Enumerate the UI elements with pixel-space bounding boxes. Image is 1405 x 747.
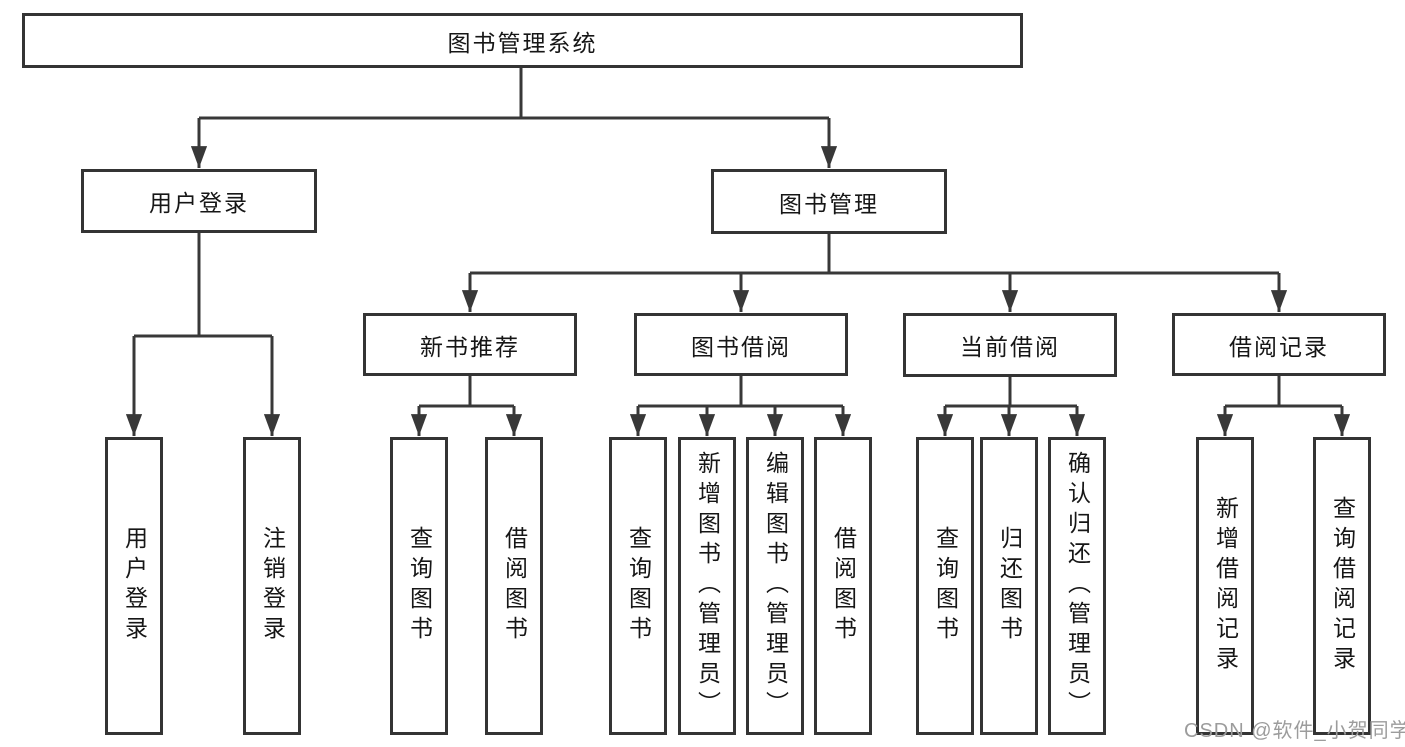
node-leaf-confirm-return-admin: 确认归还（管理员） — [1048, 437, 1106, 735]
node-leaf-return-book: 归还图书 — [980, 437, 1038, 735]
node-book-borrowing: 图书借阅 — [634, 313, 848, 376]
node-leaf-add-borrow-record: 新增借阅记录 — [1196, 437, 1254, 735]
node-user-login: 用户登录 — [81, 169, 317, 233]
node-leaf-query-books-borrow: 查询图书 — [609, 437, 667, 735]
node-leaf-borrow-books-recommend: 借阅图书 — [485, 437, 543, 735]
node-leaf-query-borrow-record: 查询借阅记录 — [1313, 437, 1371, 735]
node-leaf-query-books-recommend: 查询图书 — [390, 437, 448, 735]
node-leaf-logout: 注销登录 — [243, 437, 301, 735]
node-leaf-query-books-current: 查询图书 — [916, 437, 974, 735]
watermark: CSDN @软件_小贺同学 — [1184, 720, 1405, 742]
node-library-management-system: 图书管理系统 — [22, 13, 1023, 68]
node-current-borrowing: 当前借阅 — [903, 313, 1117, 377]
node-leaf-user-login: 用户登录 — [105, 437, 163, 735]
node-leaf-add-book-admin: 新增图书（管理员） — [678, 437, 736, 735]
node-new-book-recommendation: 新书推荐 — [363, 313, 577, 376]
node-leaf-borrow-books-borrow: 借阅图书 — [814, 437, 872, 735]
node-book-management: 图书管理 — [711, 169, 947, 234]
node-leaf-edit-book-admin: 编辑图书（管理员） — [746, 437, 804, 735]
node-borrowing-records: 借阅记录 — [1172, 313, 1386, 376]
